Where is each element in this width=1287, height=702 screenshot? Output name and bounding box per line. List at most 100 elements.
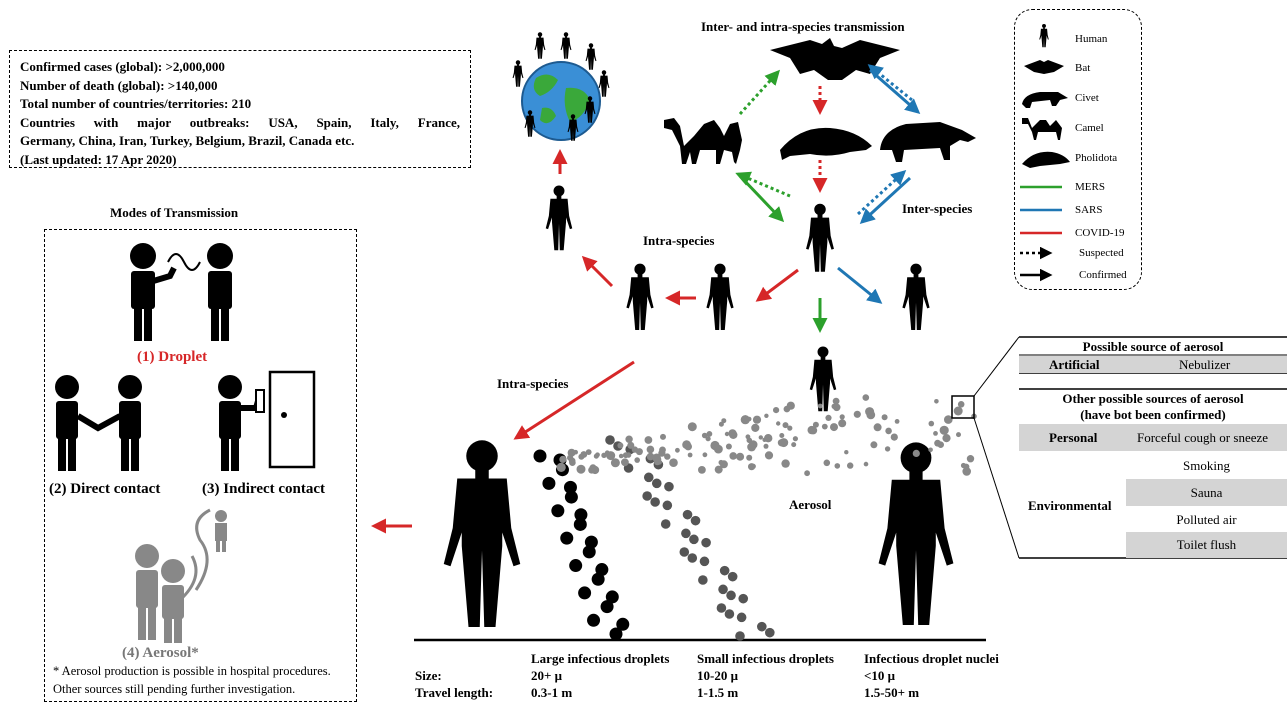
large-droplets-size: 20+ μ xyxy=(531,668,563,683)
legend-sars: SARS xyxy=(1075,204,1103,216)
indirect-contact-figure xyxy=(218,370,316,471)
aerosol-particle xyxy=(776,421,781,426)
confirmed-cases-text: Confirmed cases (global): >2,000,000 xyxy=(20,59,225,74)
large-droplet xyxy=(551,504,565,518)
large-droplets xyxy=(533,449,630,641)
env-value-sauna: Sauna xyxy=(1126,479,1287,506)
small-droplet xyxy=(605,435,615,445)
small-droplets-travel: 1-1.5 m xyxy=(697,685,739,700)
aerosol-particle xyxy=(894,419,900,424)
legend-civet: Civet xyxy=(1075,92,1099,104)
aerosol-particle xyxy=(644,436,653,444)
aerosol-particle xyxy=(787,425,793,431)
artificial-value: Nebulizer xyxy=(1179,357,1231,372)
aerosol-particle xyxy=(834,463,841,469)
diagram-title: Inter- and intra-species transmission xyxy=(701,19,905,34)
large-droplet xyxy=(584,535,598,549)
env-value-polluted-air: Polluted air xyxy=(1176,512,1237,527)
small-droplet xyxy=(664,481,674,492)
large-droplet xyxy=(616,617,630,631)
possible-source-title: Possible source of aerosol xyxy=(1082,339,1224,354)
aerosol-particle xyxy=(764,451,774,460)
aerosol-particle xyxy=(745,434,751,440)
small-droplets xyxy=(605,435,775,641)
legend-human: Human xyxy=(1075,33,1108,45)
aerosol-particle xyxy=(832,403,841,412)
aerosol-particles xyxy=(556,394,977,477)
large-droplet xyxy=(605,590,619,604)
transmission-arrows xyxy=(371,64,921,534)
legend-bat: Bat xyxy=(1075,62,1091,74)
large-droplet xyxy=(582,545,596,559)
deaths-text: Number of death (global): >140,000 xyxy=(20,77,218,93)
aerosol-table-rules xyxy=(1019,336,1287,559)
aerosol-particle xyxy=(847,462,854,469)
legend-box: Human Bat Civet Camel Pholidota MERS SAR… xyxy=(1014,9,1142,290)
legend-mers: MERS xyxy=(1075,181,1105,193)
aerosol-particle xyxy=(804,470,810,477)
aerosol-particle xyxy=(687,422,697,432)
aerosol-note-2: Other sources still pending further inve… xyxy=(53,682,296,696)
aerosol-particle xyxy=(937,441,944,449)
large-droplet xyxy=(591,572,605,586)
aerosol-particle xyxy=(729,452,737,460)
large-droplet xyxy=(578,586,592,600)
legend-pholidota: Pholidota xyxy=(1075,152,1118,164)
small-droplet xyxy=(765,627,775,638)
intra-species-label-2: Intra-species xyxy=(497,376,569,391)
small-droplet xyxy=(660,519,671,529)
small-droplet xyxy=(642,491,652,501)
aerosol-label: Aerosol xyxy=(789,497,832,512)
small-droplet xyxy=(735,631,745,641)
aerosol-particle xyxy=(604,450,610,456)
aerosol-note-1: * Aerosol production is possible in hosp… xyxy=(53,664,331,678)
global-stats-box: Confirmed cases (global): >2,000,000 Num… xyxy=(9,50,471,168)
aerosol-particle xyxy=(585,449,592,455)
aerosol-particle xyxy=(618,453,624,459)
aerosol-particle xyxy=(763,443,769,449)
aerosol-particle xyxy=(687,452,693,458)
aerosol-particle xyxy=(724,431,730,437)
large-droplet xyxy=(542,476,556,490)
small-droplet xyxy=(724,609,735,619)
aerosol-particle xyxy=(729,430,738,439)
aerosol-particle xyxy=(580,451,588,458)
legend-covid: COVID-19 xyxy=(1075,227,1125,239)
human-intra-2 xyxy=(706,263,734,330)
large-droplet xyxy=(569,559,583,573)
aerosol-particle xyxy=(631,446,639,453)
other-sources-title-1: Other possible sources of aerosol xyxy=(1062,391,1244,406)
aerosol-particle xyxy=(881,414,888,421)
small-droplet xyxy=(718,584,728,595)
small-droplet xyxy=(757,621,767,632)
aerosol-particle xyxy=(675,447,680,453)
aerosol-particle xyxy=(866,410,876,420)
large-droplet xyxy=(600,600,614,614)
small-droplet xyxy=(682,509,693,520)
droplet-label: (1) Droplet xyxy=(137,349,208,365)
legend-camel: Camel xyxy=(1075,122,1104,134)
aerosol-particle xyxy=(862,394,870,401)
small-droplet xyxy=(650,497,660,507)
small-droplets-size: 10-20 μ xyxy=(697,668,738,683)
camel-icon xyxy=(664,118,742,164)
zoom-connector xyxy=(951,336,1020,559)
aerosol-particle xyxy=(890,433,898,441)
aerosol-particle xyxy=(682,440,691,450)
small-droplet xyxy=(679,547,690,557)
small-droplet xyxy=(727,571,738,582)
aerosol-particle xyxy=(625,435,633,443)
civet-icon xyxy=(880,122,976,162)
large-droplet xyxy=(563,480,577,494)
aerosol-particle xyxy=(942,434,951,443)
aerosol-particle xyxy=(807,425,816,435)
small-droplet xyxy=(736,612,747,623)
indirect-contact-label: (3) Indirect contact xyxy=(202,481,326,497)
small-droplet xyxy=(738,593,749,604)
aerosol-particle xyxy=(792,436,799,442)
aerosol-particle xyxy=(750,463,756,469)
small-droplet xyxy=(651,478,662,489)
aerosol-particle xyxy=(621,458,629,467)
aerosol-particle xyxy=(652,453,661,463)
large-droplet xyxy=(560,531,574,545)
